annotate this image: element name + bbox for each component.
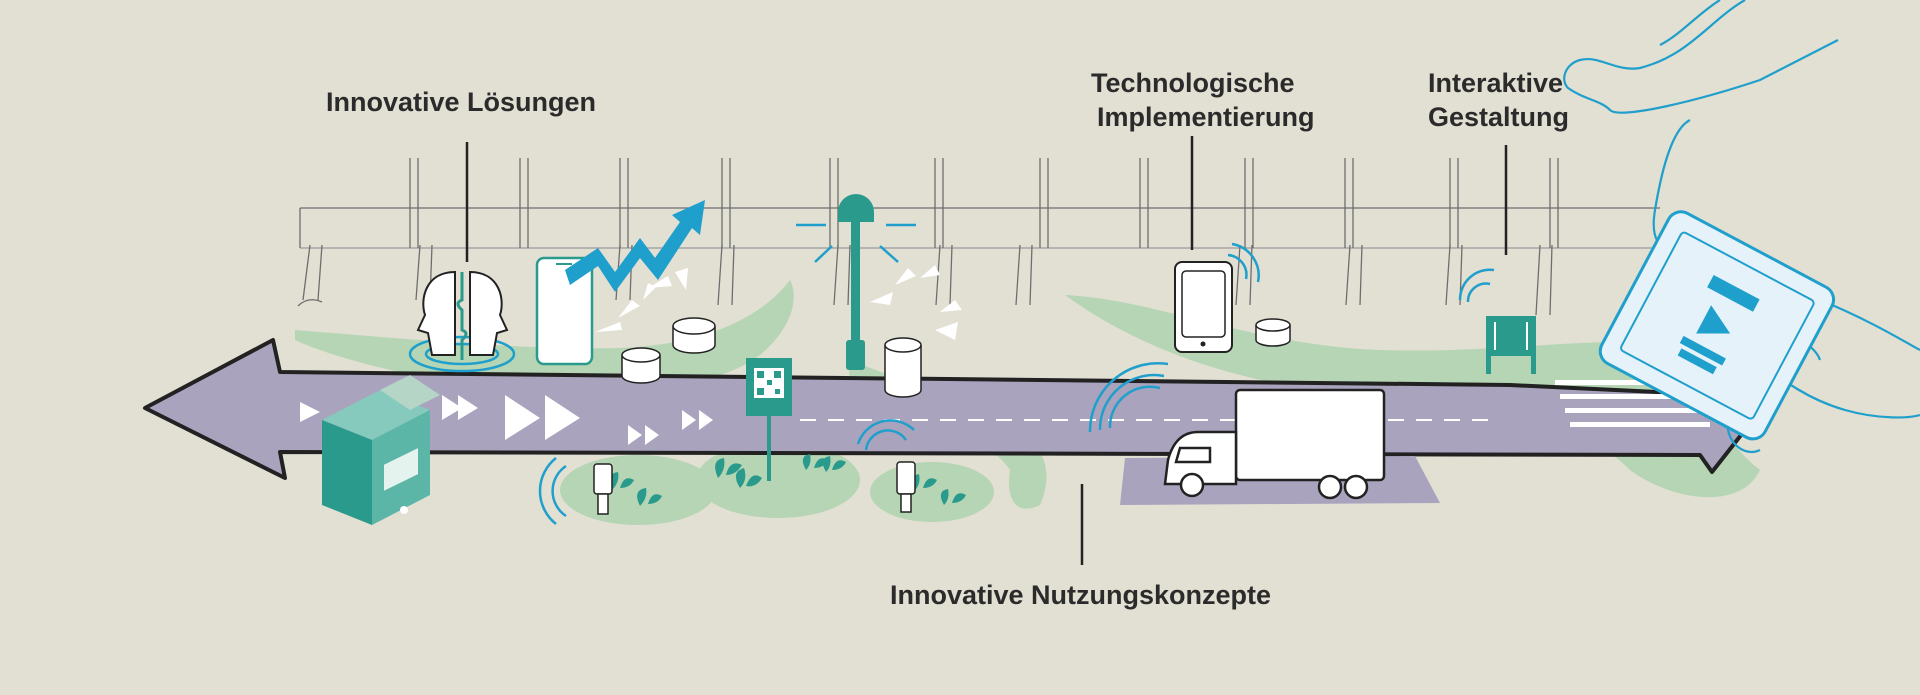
direction-chevrons: [300, 395, 713, 445]
label-technological-implementation: Technologische Implementierung: [1091, 66, 1315, 134]
label-line-2: Gestaltung: [1428, 102, 1570, 132]
label-line-1: Interaktive: [1428, 68, 1564, 98]
rising-arrow-icon: [565, 200, 705, 292]
label-innovative-solutions-text: Innovative Lösungen: [326, 87, 597, 117]
sensor-bin-icon: [884, 337, 922, 398]
label-interactive-design: Interaktive Gestaltung: [1428, 66, 1569, 134]
label-innovative-solutions: Innovative Lösungen: [326, 85, 596, 119]
label-line-1: Technologische: [1091, 68, 1295, 98]
crosswalk: [1555, 380, 1710, 427]
sensor-puck-icon: [621, 317, 1291, 384]
wifi-signal-icon: [538, 242, 1495, 525]
bollard-sensor-icon: [593, 461, 916, 515]
label-usage-concepts: Innovative Nutzungskonzepte: [890, 578, 1271, 612]
street-lamp-icon: [796, 194, 916, 370]
smartphone-icon: [535, 256, 594, 366]
plant-icon: [609, 454, 966, 506]
connector-lines: [465, 136, 1508, 565]
parcel-kiosk-icon: [322, 375, 440, 525]
planter-bed: [870, 462, 994, 522]
hands-tablet-icon: [1563, 0, 1920, 454]
qr-sign-icon: [746, 358, 792, 481]
building-facades: [297, 158, 1660, 316]
head-puzzle-icon: [408, 270, 516, 373]
tablet-icon: [1174, 261, 1233, 353]
planter-bed: [560, 455, 716, 525]
info-panel-icon: [1486, 316, 1536, 374]
label-line-2: Implementierung: [1097, 102, 1315, 132]
delivery-truck-icon: [1163, 388, 1386, 500]
label-usage-concepts-text: Innovative Nutzungskonzepte: [890, 580, 1272, 610]
burst-marks: [595, 265, 962, 340]
